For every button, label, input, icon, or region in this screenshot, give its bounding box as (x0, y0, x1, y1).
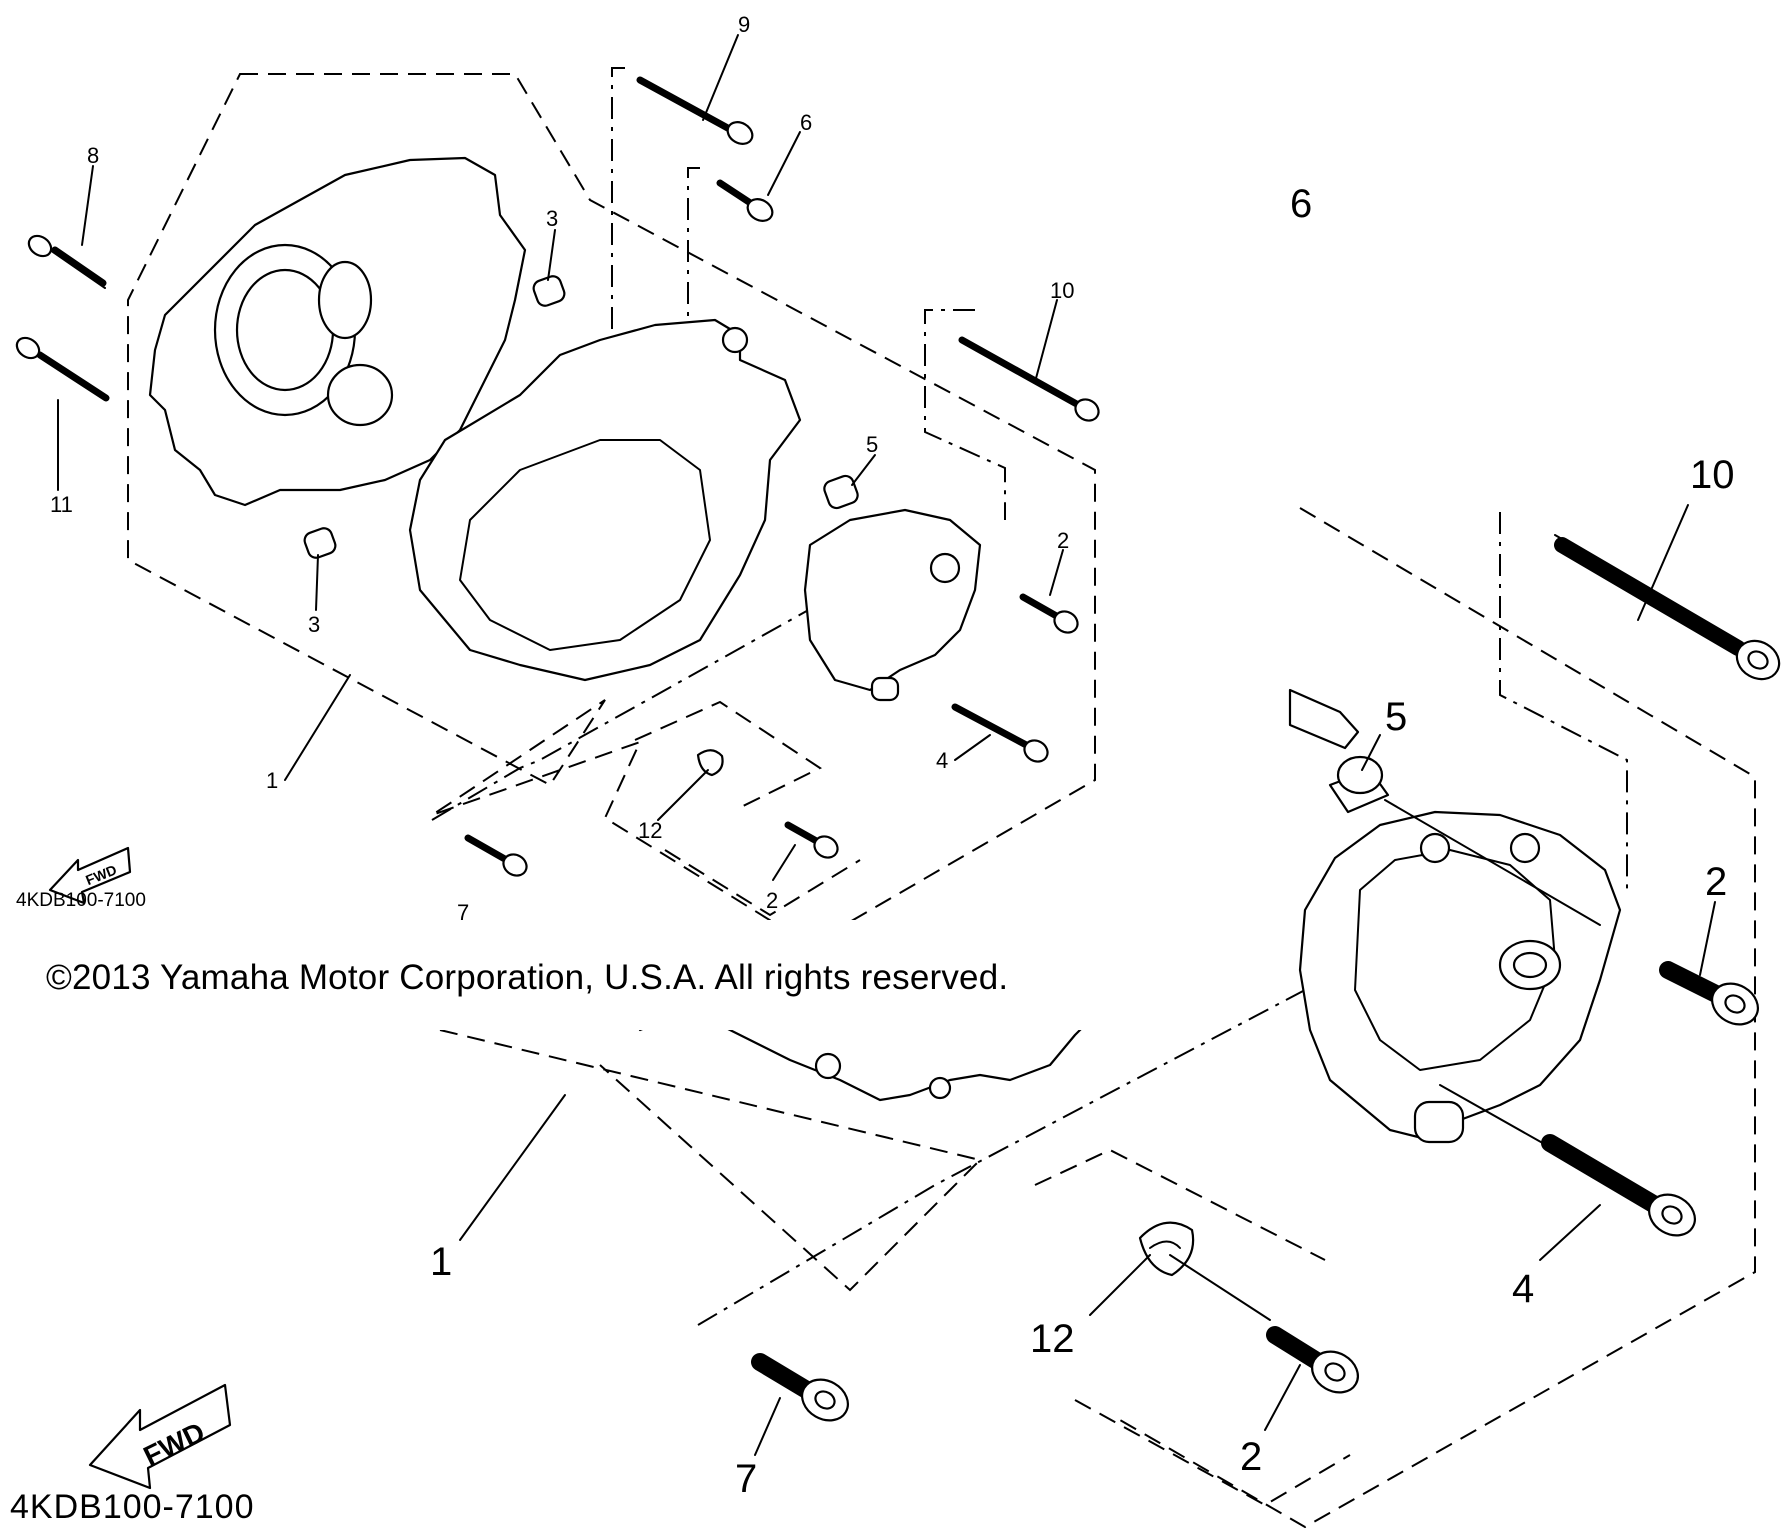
left-case-bore-inner (235, 268, 335, 392)
bolt-2-small-lower (784, 821, 839, 859)
leaders-large (459, 504, 1716, 1456)
callout-2-small-upper: 2 (1057, 528, 1069, 553)
callout-3-small-upper: 3 (546, 206, 558, 231)
pump-foot-small (870, 676, 900, 702)
pump-foot-large (1413, 1100, 1465, 1144)
callouts-large: 6 10 5 2 1 4 12 2 7 (430, 182, 1735, 1501)
callout-3-small-lower: 3 (308, 612, 320, 637)
bolt-8-small (27, 234, 107, 289)
large-outline-2-lower (1074, 1399, 1351, 1507)
pump-housing-large (1298, 810, 1622, 1142)
callout-1-large: 1 (430, 1240, 452, 1284)
assembly-outline-1 (127, 73, 1096, 947)
right-case-webbing (459, 439, 711, 651)
bolt-6-small (716, 179, 774, 222)
pump-boss-1 (1419, 832, 1451, 864)
bolt-7-small (464, 834, 528, 877)
large-bracket-7 (697, 902, 1471, 1326)
dowel-3-upper (532, 275, 566, 307)
small-diagram: 9 6 8 3 10 5 11 2 3 1 4 12 2 7 FWD (15, 12, 1100, 947)
copyright-notice: ©2013 Yamaha Motor Corporation, U.S.A. A… (46, 958, 1009, 997)
right-crankcase-half (408, 318, 802, 682)
dowel-3-lower (303, 527, 337, 559)
left-case-boss (326, 363, 394, 427)
bolt-2-large-lower (1266, 1326, 1359, 1394)
large-flange-hole-2 (928, 1076, 952, 1100)
bracket-10 (924, 309, 1006, 520)
callout-10-small: 10 (1050, 278, 1074, 303)
right-case-dowel (721, 326, 749, 354)
callout-11-small: 11 (50, 492, 73, 517)
bracket-9 (611, 67, 625, 450)
bolt-11-small (15, 336, 110, 402)
large-outline-main (1119, 507, 1756, 1529)
large-flange-hole-1 (814, 1052, 842, 1080)
large-bracket-10 (1499, 512, 1628, 890)
left-case-boss-2 (317, 260, 373, 340)
callout-4-small: 4 (936, 748, 948, 773)
callout-9-small: 9 (738, 12, 750, 37)
pump-housing-small (803, 508, 982, 692)
fwd-arrow-small: FWD (48, 846, 132, 905)
callout-1-small: 1 (266, 768, 278, 793)
bracket-2-lower (664, 849, 861, 917)
part-code-small: 4KDB100-7100 (16, 890, 146, 911)
bolt-2-large-upper (1659, 961, 1759, 1026)
copyright-band (0, 920, 1130, 1030)
callout-8-small: 8 (87, 143, 99, 168)
pump-boss-2 (1509, 832, 1541, 864)
pump-port-small (929, 552, 961, 584)
callout-6-large: 6 (1290, 182, 1312, 226)
large-flange-fragment (638, 1003, 1107, 1102)
callout-7-small: 7 (457, 900, 469, 925)
dowel-5-small (823, 474, 859, 510)
clip-12-large (1138, 1221, 1195, 1277)
dowel-5-large (1328, 755, 1390, 814)
fwd-arrow-large: FWD (88, 1383, 232, 1490)
callout-4-large: 4 (1512, 1267, 1534, 1311)
leaders-small (57, 34, 1064, 881)
large-bracket-left (1288, 688, 1360, 750)
bolt-10-small (958, 336, 1100, 422)
large-axis-lines (1169, 799, 1601, 1321)
callout-7-large: 7 (735, 1457, 757, 1501)
pump-port-large-inner (1512, 951, 1548, 979)
bolt-2-small-upper (1019, 593, 1079, 634)
clip-12-small (696, 749, 724, 777)
callout-5-small: 5 (866, 432, 878, 457)
bolt-9-small (636, 76, 754, 145)
large-outline-left (439, 1029, 982, 1292)
bracket-7 (431, 569, 881, 821)
bolt-4-small (951, 703, 1049, 763)
callout-2-large-upper: 2 (1705, 860, 1727, 904)
callout-2-large-lower: 2 (1240, 1435, 1262, 1479)
callouts-small: 9 6 8 3 10 5 11 2 3 1 4 12 2 7 (50, 12, 1074, 925)
callout-10-large: 10 (1690, 453, 1735, 497)
bolt-4-large (1541, 1134, 1696, 1237)
large-diagram: 6 10 5 2 1 4 12 2 7 FWD (88, 182, 1781, 1529)
callout-5-large: 5 (1385, 695, 1407, 739)
callout-12-small: 12 (638, 818, 662, 843)
bracket-6 (687, 167, 700, 350)
part-code-large: 4KDB100-7100 (10, 1488, 255, 1526)
bracket-12 (634, 700, 823, 811)
bolt-10-large (1554, 534, 1781, 681)
callout-12-large: 12 (1030, 1317, 1075, 1361)
bolt-7-large (751, 1353, 849, 1422)
callout-6-small: 6 (800, 110, 812, 135)
callout-2-small-lower: 2 (766, 888, 778, 913)
